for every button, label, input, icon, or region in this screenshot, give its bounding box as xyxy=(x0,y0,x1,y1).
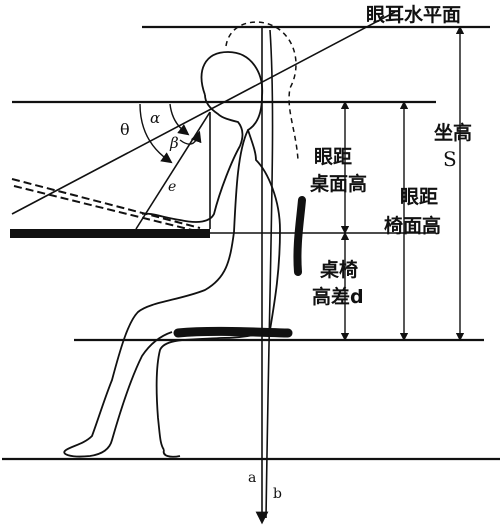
eye-desk-label-line2: 桌面高 xyxy=(310,172,367,195)
seated-person xyxy=(63,51,281,458)
eye-seat-label-line1: 眼距 xyxy=(400,186,438,208)
sitting-height-label: 坐高 xyxy=(434,121,472,144)
angle-beta-label: β xyxy=(169,134,179,152)
angle-alpha-label: α xyxy=(150,109,160,127)
angle-beta-arc xyxy=(179,130,202,145)
axis-b-label: b xyxy=(273,486,282,502)
eye-seat-label-line2: 椅面高 xyxy=(384,214,441,237)
desk-chair-label-line1: 桌椅 xyxy=(320,258,358,281)
tilted-book xyxy=(11,178,201,233)
angle-theta-arc xyxy=(139,103,173,164)
eye-ear-plane-line xyxy=(11,11,396,215)
sitting-height-symbol: S xyxy=(443,147,457,171)
head-dashed-outline xyxy=(225,21,299,161)
axis-b-line xyxy=(265,29,274,519)
chair-seat xyxy=(173,326,293,338)
chair-back xyxy=(293,196,306,276)
desk-top xyxy=(10,229,210,238)
eye-ear-plane-label: 眼耳水平面 xyxy=(366,4,461,26)
angle-theta-label: θ xyxy=(120,120,130,139)
axis-a-label: a xyxy=(248,470,256,486)
angle-alpha-arc xyxy=(169,103,190,136)
eye-desk-label-line1: 眼距 xyxy=(314,146,352,168)
sight-e-label: e xyxy=(168,179,176,195)
desk-chair-label-line2: 高差d xyxy=(312,285,364,308)
